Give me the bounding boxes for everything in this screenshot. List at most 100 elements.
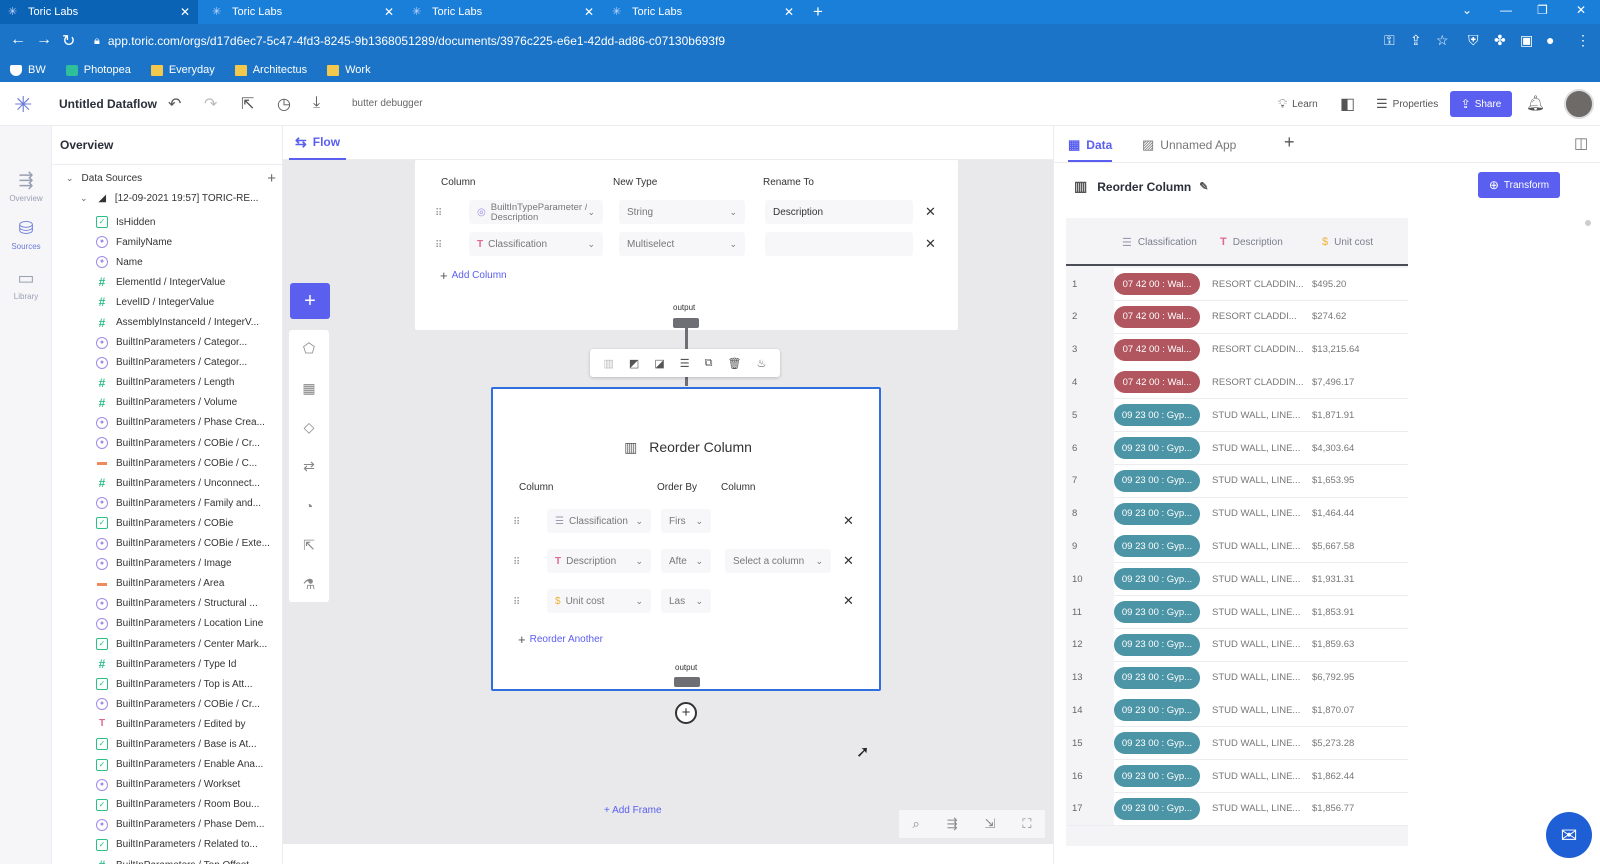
drag-handle-icon[interactable]: ⠿ bbox=[513, 557, 521, 568]
history-icon[interactable]: ◷ bbox=[277, 96, 291, 113]
field-item[interactable]: ▬BuiltInParameters / COBie / C... bbox=[96, 453, 270, 473]
field-item[interactable]: #BuiltInParameters / Top Offset bbox=[96, 855, 270, 864]
field-item[interactable]: ●BuiltInParameters / Location Line bbox=[96, 614, 270, 634]
diamond-icon[interactable]: ◇ bbox=[303, 419, 315, 435]
column-header-classification[interactable]: ☰ Classification bbox=[1122, 236, 1197, 249]
field-item[interactable]: ●BuiltInParameters / Phase Dem... bbox=[96, 815, 270, 835]
field-item[interactable]: ✓BuiltInParameters / Room Bou... bbox=[96, 795, 270, 815]
field-item[interactable]: ●BuiltInParameters / COBie / Cr... bbox=[96, 694, 270, 714]
output-port[interactable] bbox=[673, 318, 699, 328]
add-node-button[interactable]: + bbox=[675, 702, 697, 724]
drag-handle-icon[interactable]: ⠿ bbox=[513, 597, 521, 608]
url-field[interactable]: 🔒︎ app.toric.com/orgs/d17d6ec7-5c47-4fd3… bbox=[90, 29, 1380, 53]
bookmark-work[interactable]: Work bbox=[327, 64, 371, 76]
field-item[interactable]: ●FamilyName bbox=[96, 232, 270, 252]
dataset-item[interactable]: ⌄ ◢ [12-09-2021 19:57] TORIC-RE... bbox=[80, 193, 258, 204]
remove-row-icon[interactable]: ✕ bbox=[925, 204, 936, 219]
forward-icon[interactable]: → bbox=[36, 31, 52, 48]
close-tab-icon[interactable]: ✕ bbox=[583, 5, 594, 19]
download-icon[interactable]: ⤓ bbox=[313, 94, 321, 111]
sidebar-icon[interactable]: ▣ bbox=[1520, 32, 1534, 48]
bitwarden-extension-icon[interactable]: ⛨ bbox=[1468, 32, 1479, 48]
rail-overview[interactable]: ⇶ Overview bbox=[0, 170, 52, 203]
close-tab-icon[interactable]: ✕ bbox=[179, 5, 190, 19]
flow-canvas[interactable]: Column New Type Rename To ⠿ ◎ BuiltInTyp… bbox=[283, 160, 1053, 844]
back-icon[interactable]: ← bbox=[10, 31, 26, 48]
undo-icon[interactable]: ↶ bbox=[168, 96, 182, 113]
bookmark-architectus[interactable]: Architectus bbox=[234, 64, 307, 76]
add-source-icon[interactable]: + bbox=[267, 170, 276, 187]
field-item[interactable]: ●BuiltInParameters / Phase Crea... bbox=[96, 413, 270, 433]
bookmark-photopea[interactable]: Photopea bbox=[65, 64, 131, 76]
field-item[interactable]: ✓BuiltInParameters / Center Mark... bbox=[96, 634, 270, 654]
share-button[interactable]: ⇪Share bbox=[1450, 91, 1512, 117]
field-item[interactable]: ✓IsHidden bbox=[96, 212, 270, 232]
column-header-description[interactable]: T Description bbox=[1220, 236, 1283, 248]
export-icon[interactable]: ⇱ bbox=[241, 96, 255, 113]
redo-icon[interactable]: ↷ bbox=[204, 96, 218, 113]
browser-tab-1[interactable]: ✳ Toric Labs ✕ bbox=[0, 0, 198, 24]
tab-data[interactable]: ▦ Data bbox=[1068, 134, 1113, 162]
add-column-button[interactable]: + Add Column bbox=[440, 268, 507, 283]
close-window-icon[interactable]: ✕ bbox=[1576, 3, 1587, 17]
field-item[interactable]: ●BuiltInParameters / Categor... bbox=[96, 353, 270, 373]
minimize-canvas-icon[interactable]: ⇲ bbox=[984, 816, 996, 831]
chat-support-button[interactable]: ✉ bbox=[1546, 812, 1592, 858]
close-tab-icon[interactable]: ✕ bbox=[383, 5, 394, 19]
type-select[interactable]: String ⌄ bbox=[619, 200, 745, 224]
column-select[interactable]: $ Unit cost ⌄ bbox=[547, 589, 651, 613]
shapes-icon[interactable]: ⬠ bbox=[302, 340, 316, 356]
browser-tab-2[interactable]: ✳ Toric Labs ✕ bbox=[204, 0, 402, 24]
document-title[interactable]: Untitled Dataflow bbox=[59, 97, 157, 111]
rename-input[interactable]: Description bbox=[765, 200, 913, 224]
flask-icon[interactable]: ⚗ bbox=[302, 576, 316, 592]
reload-icon[interactable]: ↻ bbox=[62, 33, 76, 50]
properties-button[interactable]: ☰Properties bbox=[1376, 96, 1438, 112]
field-item[interactable]: #BuiltInParameters / Type Id bbox=[96, 654, 270, 674]
reorder-another-button[interactable]: + Reorder Another bbox=[518, 632, 603, 647]
field-item[interactable]: #BuiltInParameters / Length bbox=[96, 373, 270, 393]
browser-tab-4[interactable]: ✳ Toric Labs ✕ bbox=[604, 0, 802, 24]
field-item[interactable]: ✓BuiltInParameters / Enable Ana... bbox=[96, 755, 270, 775]
profile-icon[interactable]: ● bbox=[1546, 32, 1555, 48]
remove-row-icon[interactable]: ✕ bbox=[843, 553, 854, 568]
field-item[interactable]: #AssemblyInstanceId / IntegerV... bbox=[96, 312, 270, 332]
export-icon[interactable]: ⇱ bbox=[303, 537, 315, 553]
tab-search-icon[interactable]: ⌄ bbox=[1462, 3, 1473, 17]
zoom-fit-icon[interactable]: ⌕ bbox=[912, 816, 920, 831]
scroll-indicator[interactable] bbox=[1585, 220, 1591, 226]
chart-icon[interactable]: ▥ bbox=[603, 357, 614, 370]
bookmark-everyday[interactable]: Everyday bbox=[150, 64, 215, 76]
type-select[interactable]: Multiselect ⌄ bbox=[619, 232, 745, 256]
chart-pie-icon[interactable]: ◔ bbox=[304, 498, 314, 514]
transform-icon[interactable]: ⇄ bbox=[303, 458, 315, 474]
remove-row-icon[interactable]: ✕ bbox=[925, 236, 936, 251]
minimize-icon[interactable]: — bbox=[1500, 3, 1512, 17]
analytics-icon[interactable]: ◩ bbox=[628, 357, 640, 370]
field-item[interactable]: ✓BuiltInParameters / COBie bbox=[96, 513, 270, 533]
field-item[interactable]: ●BuiltInParameters / Categor... bbox=[96, 333, 270, 353]
browser-menu-icon[interactable]: ⋮ bbox=[1576, 32, 1590, 48]
duplicate-icon[interactable]: ⧉ bbox=[704, 356, 713, 369]
rename-input[interactable] bbox=[765, 232, 913, 256]
data-sources-header[interactable]: ⌄ Data Sources + bbox=[66, 170, 276, 187]
split-view-icon[interactable]: ◫ bbox=[1574, 135, 1589, 152]
avatar[interactable] bbox=[1564, 89, 1594, 119]
new-tab-icon[interactable]: + bbox=[813, 2, 823, 21]
settings-sliders-icon[interactable]: ☰ bbox=[679, 357, 690, 370]
table-icon[interactable]: ▦ bbox=[302, 380, 316, 396]
